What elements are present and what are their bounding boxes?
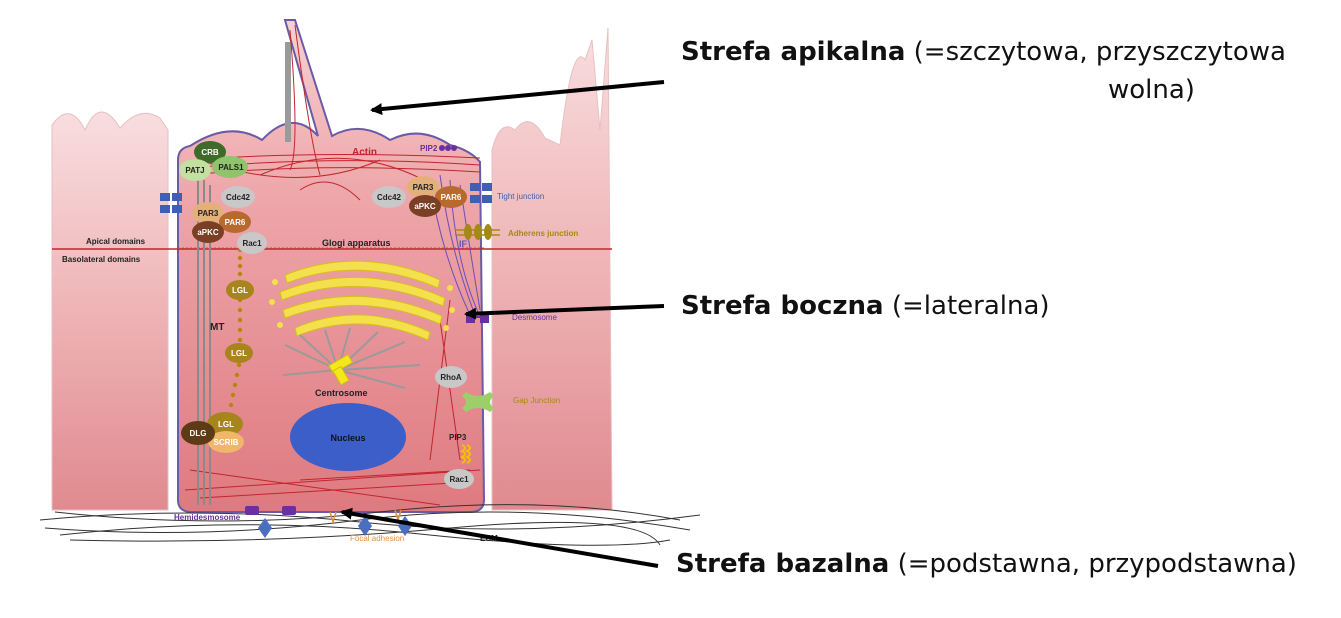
arrow-basal bbox=[340, 507, 659, 568]
protein-rhoa: RhoA bbox=[435, 366, 467, 388]
label-apical-domains: Apical domains bbox=[86, 237, 146, 246]
tight-junction-right bbox=[470, 183, 492, 203]
nucleus-shape bbox=[290, 403, 406, 471]
arrow-lateral bbox=[464, 304, 665, 320]
label-gap-junction: Gap Junction bbox=[513, 396, 560, 405]
protein-par6-right: PAR6 bbox=[435, 186, 467, 208]
protein-par3-right: PAR3 bbox=[407, 176, 439, 198]
callout-apical: Strefa apikalna (=szczytowa, przyszczyto… bbox=[681, 36, 1286, 68]
tight-junction-left bbox=[160, 193, 182, 213]
callout-basal: Strefa bazalna (=podstawna, przypodstawn… bbox=[676, 548, 1297, 580]
label-pip2: PIP2 bbox=[420, 144, 438, 153]
label-pip3: PIP3 bbox=[449, 433, 467, 442]
label-glogi-apparatus: Glogi apparatus bbox=[322, 238, 391, 248]
golgi-apparatus bbox=[279, 260, 446, 341]
callout-apical-desc: (=szczytowa, przyszczytowa bbox=[905, 37, 1286, 67]
callout-apical-title: Strefa apikalna bbox=[681, 37, 906, 67]
protein-crb-label: CRB bbox=[201, 148, 219, 157]
label-actin: Actin bbox=[352, 147, 377, 158]
protein-par3-right-label: PAR3 bbox=[413, 183, 434, 192]
protein-rac1-bottom-label: Rac1 bbox=[449, 475, 469, 484]
protein-dlg-label: DLG bbox=[190, 429, 207, 438]
adherens-junction-shape bbox=[455, 224, 500, 240]
callout-lateral-title: Strefa boczna bbox=[681, 291, 884, 321]
protein-lgl-2: LGL bbox=[225, 343, 253, 363]
protein-rac1-bottom: Rac1 bbox=[444, 469, 474, 489]
protein-par3-left: PAR3 bbox=[192, 202, 224, 224]
protein-cdc42-left-label: Cdc42 bbox=[226, 193, 251, 202]
protein-rhoa-label: RhoA bbox=[440, 373, 462, 382]
arrow-apical bbox=[370, 80, 665, 116]
protein-dlg: DLG bbox=[181, 421, 215, 445]
label-hemidesmosome: Hemidesmosome bbox=[174, 513, 241, 522]
pip2-dots bbox=[439, 145, 457, 151]
pip3-shape bbox=[459, 444, 471, 464]
protein-apkc-left-label: aPKC bbox=[197, 228, 219, 237]
protein-pals1-label: PALS1 bbox=[218, 163, 244, 172]
label-basolateral-domains: Basolateral domains bbox=[62, 255, 141, 264]
protein-patj-label: PATJ bbox=[185, 166, 204, 175]
protein-par6-left: PAR6 bbox=[219, 211, 251, 233]
protein-lgl-2-label: LGL bbox=[231, 349, 247, 358]
protein-crb: CRB bbox=[194, 141, 226, 163]
protein-scrib-label: SCRIB bbox=[214, 438, 239, 447]
protein-scrib: SCRIB bbox=[208, 431, 244, 453]
microvillus bbox=[285, 42, 291, 142]
label-if: IF bbox=[459, 239, 468, 249]
protein-apkc-left: aPKC bbox=[192, 221, 224, 243]
protein-lgl-3: LGL bbox=[207, 412, 243, 436]
label-desmosome: Desmosome bbox=[512, 313, 557, 322]
label-centrosome: Centrosome bbox=[315, 388, 368, 398]
protein-rac1-top: Rac1 bbox=[237, 232, 267, 254]
focal-adhesion-shape bbox=[258, 509, 412, 538]
callout-basal-desc: (=podstawna, przypodstawna) bbox=[889, 549, 1297, 579]
label-focal-adhesion: Focal adhesion bbox=[350, 534, 404, 543]
protein-par3-left-label: PAR3 bbox=[198, 209, 219, 218]
golgi-vesicles bbox=[269, 279, 455, 331]
protein-lgl-1: LGL bbox=[226, 280, 254, 300]
right-neighbor-cell bbox=[491, 27, 613, 511]
left-neighbor-cell bbox=[51, 111, 169, 511]
label-mt: MT bbox=[210, 322, 224, 333]
protein-patj: PATJ bbox=[179, 159, 211, 181]
label-nucleus: Nucleus bbox=[330, 433, 365, 443]
protein-rac1-top-label: Rac1 bbox=[242, 239, 262, 248]
hemidesmosome-shape bbox=[245, 506, 296, 515]
label-tight-junction: Tight junction bbox=[497, 192, 544, 201]
protein-par6-right-label: PAR6 bbox=[441, 193, 462, 202]
protein-lgl-1-label: LGL bbox=[232, 286, 248, 295]
callout-basal-title: Strefa bazalna bbox=[676, 549, 890, 579]
gap-junction-shape bbox=[462, 392, 494, 412]
centrosome-shape bbox=[328, 353, 354, 386]
protein-cdc42-right-label: Cdc42 bbox=[377, 193, 402, 202]
protein-cdc42-left: Cdc42 bbox=[221, 186, 255, 208]
label-adherens-junction: Adherens junction bbox=[508, 229, 578, 238]
protein-apkc-right-label: aPKC bbox=[414, 202, 436, 211]
protein-pals1: PALS1 bbox=[212, 156, 248, 178]
ecm-fibers bbox=[39, 504, 701, 546]
protein-apkc-right: aPKC bbox=[409, 195, 441, 217]
protein-par6-left-label: PAR6 bbox=[225, 218, 246, 227]
protein-cdc42-right: Cdc42 bbox=[372, 186, 406, 208]
protein-lgl-3-label: LGL bbox=[218, 420, 234, 429]
callout-lateral-desc: (=lateralna) bbox=[883, 291, 1050, 321]
callout-lateral: Strefa boczna (=lateralna) bbox=[681, 290, 1050, 322]
callout-apical-line2: wolna) bbox=[1108, 75, 1195, 105]
